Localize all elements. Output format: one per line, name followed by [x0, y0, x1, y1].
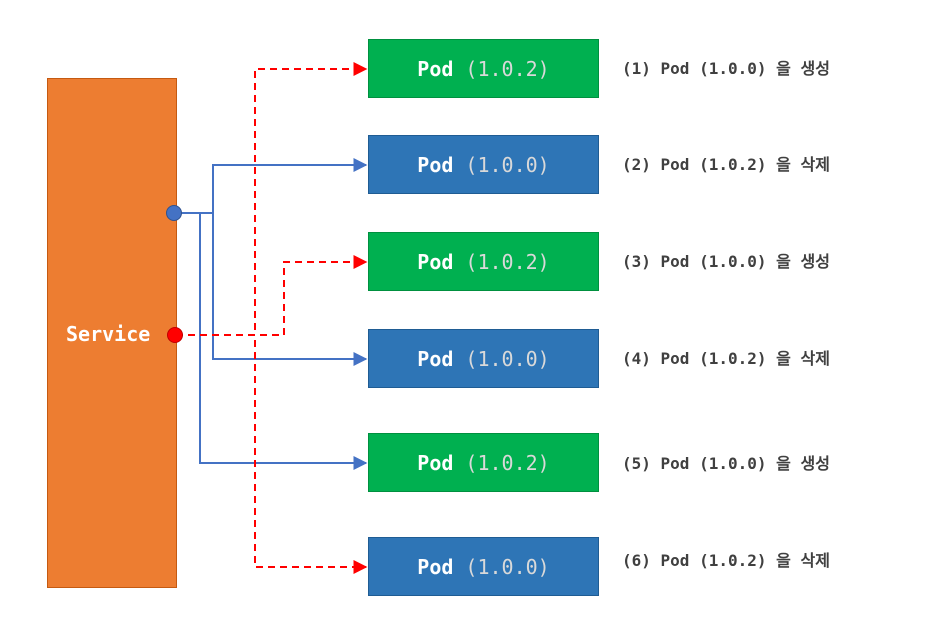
pod-name: Pod — [417, 450, 454, 475]
pod-4: Pod (1.0.0) — [368, 329, 599, 388]
step-2-label: (2) Pod (1.0.2) 을 삭제 — [622, 155, 830, 174]
red-connector-to-pod-3 — [176, 255, 368, 336]
red-connector-to-pod-1 — [176, 62, 368, 336]
pod-version: (1.0.0) — [465, 152, 550, 177]
pod-name: Pod — [417, 249, 454, 274]
pod-2: Pod (1.0.0) — [368, 135, 599, 194]
pod-5: Pod (1.0.2) — [368, 433, 599, 492]
step-5-label: (5) Pod (1.0.0) 을 생성 — [622, 454, 830, 473]
step-1-label: (1) Pod (1.0.0) 을 생성 — [622, 59, 830, 78]
pod-version: (1.0.2) — [465, 249, 550, 274]
pod-version: (1.0.2) — [465, 450, 550, 475]
pod-name: Pod — [417, 56, 454, 81]
pod-1: Pod (1.0.2) — [368, 39, 599, 98]
pod-version: (1.0.2) — [465, 56, 550, 81]
pod-6: Pod (1.0.0) — [368, 537, 599, 596]
pod-3: Pod (1.0.2) — [368, 232, 599, 291]
blue-connector-to-pod-5 — [175, 212, 368, 470]
blue-connector-to-pod-4 — [175, 212, 368, 366]
step-3-label: (3) Pod (1.0.0) 을 생성 — [622, 252, 830, 271]
blue-connector-to-pod-2 — [175, 158, 368, 214]
pod-name: Pod — [417, 346, 454, 371]
step-6-label: (6) Pod (1.0.2) 을 삭제 — [622, 551, 830, 570]
service-label: Service — [66, 322, 151, 346]
red-connector-to-pod-6 — [176, 334, 368, 574]
service-box — [47, 78, 177, 588]
step-4-label: (4) Pod (1.0.2) 을 삭제 — [622, 349, 830, 368]
pod-name: Pod — [417, 554, 454, 579]
pod-name: Pod — [417, 152, 454, 177]
pod-version: (1.0.0) — [465, 554, 550, 579]
pod-version: (1.0.0) — [465, 346, 550, 371]
